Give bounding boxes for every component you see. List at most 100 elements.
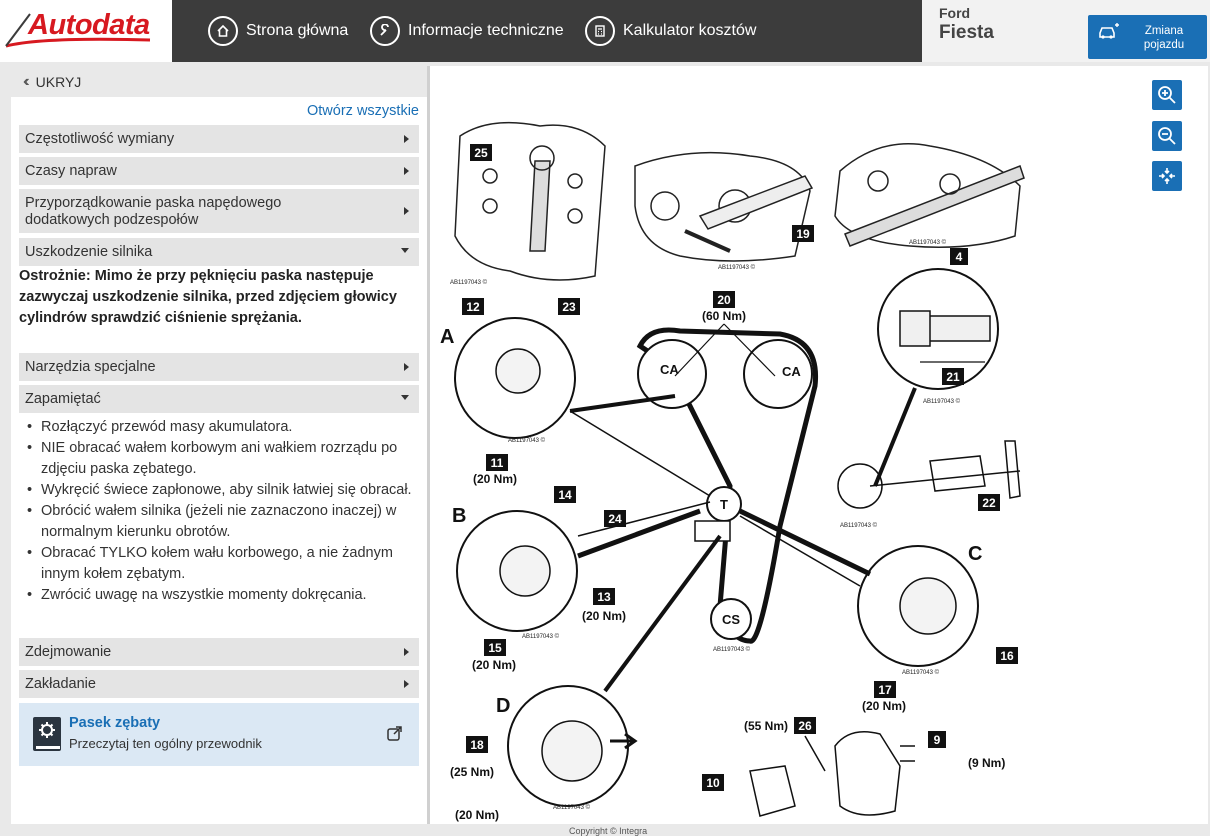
sprocket-locking-tool-illustration xyxy=(634,151,814,262)
expand-arrow-icon xyxy=(404,135,409,143)
section-engine-damage[interactable]: Uszkodzenie silnika xyxy=(19,238,419,266)
section-repair-times[interactable]: Czasy napraw xyxy=(19,157,419,185)
list-item: Obracać TYLKO kołem wału korbowego, a ni… xyxy=(19,543,419,585)
zoom-out-icon xyxy=(1158,127,1176,145)
callout-14 xyxy=(554,486,576,503)
detail-21-circle xyxy=(877,268,999,390)
section-title: Zakładanie xyxy=(25,676,96,692)
double-chevron-left-icon: ‹‹ xyxy=(23,72,29,90)
callout-20 xyxy=(713,291,735,308)
label-4: 4 xyxy=(956,250,963,264)
expand-arrow-icon xyxy=(404,363,409,371)
torque-20-c: (20 Nm) xyxy=(472,658,516,672)
change-vehicle-button[interactable]: Zmiana pojazdu xyxy=(1088,15,1207,59)
zoom-in-button[interactable] xyxy=(1152,80,1182,110)
engine-damage-warning: Ostrożnie: Mimo że przy pęknięciu paska … xyxy=(19,268,397,326)
nav-home-label: Strona główna xyxy=(246,22,349,39)
camshaft-wrench-illustration xyxy=(454,121,606,281)
list-item: Zwrócić uwagę na wszystkie momenty dokrę… xyxy=(19,585,419,606)
callout-19 xyxy=(792,225,814,242)
label-23: 23 xyxy=(562,300,576,314)
detail-B-circle xyxy=(456,510,578,632)
fit-to-screen-button[interactable] xyxy=(1152,161,1182,191)
label-18: 18 xyxy=(470,738,484,752)
hide-label: UKRYJ xyxy=(35,73,82,90)
torque-55: (55 Nm) xyxy=(744,719,788,733)
nav-cost-calculator-label: Kalkulator kosztów xyxy=(623,22,757,39)
home-icon xyxy=(208,16,238,46)
expand-arrow-icon xyxy=(404,680,409,688)
label-T: T xyxy=(720,497,728,512)
section-title: Przyporządkowanie paska napędowego dodat… xyxy=(25,195,282,228)
ref-code: AB1197043 © xyxy=(450,279,488,286)
open-external-icon[interactable] xyxy=(387,725,403,741)
ref-code: AB1197043 © xyxy=(508,437,546,444)
fit-screen-icon xyxy=(1159,168,1175,184)
open-all-link[interactable]: Otwórz wszystkie xyxy=(307,103,419,119)
label-ca-right: CA xyxy=(782,364,801,379)
ref-code: AB1197043 © xyxy=(718,264,756,271)
label-10: 10 xyxy=(706,776,720,790)
calculator-icon xyxy=(585,16,615,46)
list-item: NIE obracać wałem korbowym ani wałkiem r… xyxy=(19,438,419,480)
wrench-icon xyxy=(370,16,400,46)
expand-arrow-icon xyxy=(404,207,409,215)
copyright-text: Copyright © Integra xyxy=(569,826,648,836)
ref-code: AB1197043 © xyxy=(553,804,591,811)
label-25: 25 xyxy=(474,146,488,160)
nav-home[interactable]: Strona główna xyxy=(208,0,348,62)
vernier-caliper-illustration xyxy=(837,440,1021,509)
section-title: Częstotliwość wymiany xyxy=(25,131,175,147)
list-item: Rozłączyć przewód masy akumulatora. xyxy=(19,417,419,438)
callout-24 xyxy=(604,510,626,527)
torque-60: (60 Nm) xyxy=(702,309,746,323)
callout-16 xyxy=(996,647,1018,664)
label-14: 14 xyxy=(558,488,572,502)
camshaft-pulley-left xyxy=(637,339,707,409)
callout-13 xyxy=(593,588,615,605)
label-20: 20 xyxy=(717,293,731,307)
label-9: 9 xyxy=(934,733,941,747)
timing-belt-guide-card[interactable]: Pasek zębaty Przeczytaj ten ogólny przew… xyxy=(19,703,419,766)
section-title: Uszkodzenie silnika xyxy=(25,244,153,260)
guide-subtitle: Przeczytaj ten ogólny przewodnik xyxy=(69,736,262,751)
label-24: 24 xyxy=(608,512,622,526)
label-detail-D: D xyxy=(496,695,510,717)
torque-20-e: (20 Nm) xyxy=(455,808,499,822)
callout-4 xyxy=(950,248,968,265)
list-item: Wykręcić świece zapłonowe, aby silnik ła… xyxy=(19,480,419,501)
section-replacement-interval[interactable]: Częstotliwość wymiany xyxy=(19,125,419,153)
car-swap-icon xyxy=(1099,23,1119,39)
nav-technical-info[interactable]: Informacje techniczne xyxy=(370,0,564,62)
label-15: 15 xyxy=(488,641,502,655)
torque-9: (9 Nm) xyxy=(968,756,1005,770)
ref-code: AB1197043 © xyxy=(909,239,947,246)
change-vehicle-label: Zmiana pojazdu xyxy=(1143,25,1185,51)
autodata-logo[interactable]: Autodata xyxy=(0,0,172,62)
collapse-arrow-icon xyxy=(401,248,409,253)
section-removal[interactable]: Zdejmowanie xyxy=(19,638,419,666)
label-detail-C: C xyxy=(968,543,982,565)
section-special-tools[interactable]: Narzędzia specjalne xyxy=(19,353,419,381)
section-installation[interactable]: Zakładanie xyxy=(19,670,419,698)
callout-26 xyxy=(794,717,816,734)
cam-alignment-tool-illustration xyxy=(834,143,1025,248)
diagram-viewer: 25 AB1197043 © 19 AB1197043 © AB1197043 … xyxy=(430,66,1208,824)
vehicle-make: Ford xyxy=(939,5,971,21)
label-cs: CS xyxy=(722,612,740,627)
section-remember[interactable]: Zapamiętać xyxy=(19,385,419,413)
zoom-out-button[interactable] xyxy=(1152,121,1182,151)
label-11: 11 xyxy=(491,456,504,470)
ref-code: AB1197043 © xyxy=(840,522,878,529)
section-aux-belt-routing[interactable]: Przyporządkowanie paska napędowego dodat… xyxy=(19,189,419,233)
list-item: Obrócić wałem silnika (jeżeli nie zaznac… xyxy=(19,501,419,543)
sidebar: ‹‹ UKRYJ Otwórz wszystkie Częstotliwość … xyxy=(11,66,427,824)
nav-cost-calculator[interactable]: Kalkulator kosztów xyxy=(585,0,756,62)
section-title: Zapamiętać xyxy=(25,391,101,407)
hide-sidebar-button[interactable]: ‹‹ UKRYJ xyxy=(11,66,427,97)
guide-title: Pasek zębaty xyxy=(69,715,161,731)
crankshaft-pulley xyxy=(710,598,752,640)
callout-9 xyxy=(928,731,946,748)
panel-divider[interactable] xyxy=(427,66,430,824)
callout-10 xyxy=(702,774,724,791)
